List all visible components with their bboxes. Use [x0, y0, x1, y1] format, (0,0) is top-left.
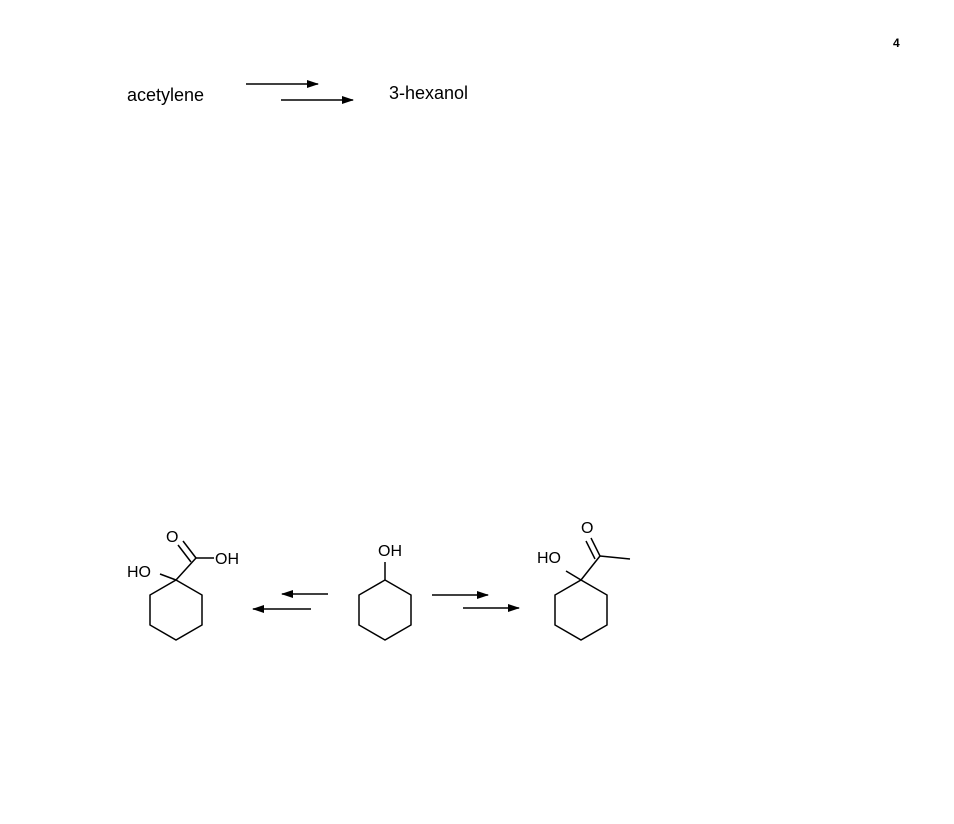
cyclohexane-ring [358, 579, 412, 641]
start-material-label: acetylene [127, 85, 205, 105]
multistep-arrow-right [432, 591, 520, 612]
bond-c-carboxyl [175, 557, 197, 581]
hydroxyl-label: OH [378, 543, 402, 560]
bond-c-carbonyl [580, 555, 601, 581]
bond-c-oh [565, 570, 582, 581]
hydroxyl-label: HO [127, 564, 151, 581]
bond-c-o-double-2 [177, 544, 192, 563]
start-molecule-cyclohexanol: OH [358, 543, 412, 641]
carbonyl-oxygen-label: O [581, 520, 593, 537]
left-product-molecule: O OH HO [127, 529, 239, 641]
page-number: 4 [893, 36, 900, 50]
multistep-arrow-1 [246, 80, 354, 104]
bond-c-o-double-2 [585, 540, 596, 560]
cyclohexane-ring [554, 579, 608, 641]
bond-c-methyl [599, 555, 631, 560]
hydroxyl-label: HO [537, 550, 561, 567]
bond-c-oh [159, 573, 177, 581]
acid-hydroxyl-label: OH [215, 551, 239, 568]
carbonyl-oxygen-label: O [166, 529, 178, 546]
multistep-arrow-left [252, 590, 328, 613]
target-product-label: 3-hexanol [389, 83, 469, 103]
cyclohexane-ring [149, 579, 203, 641]
bond-c-o-double-1 [590, 537, 601, 557]
bond-c-o-double-1 [182, 540, 197, 559]
right-product-molecule: O HO [537, 520, 631, 641]
